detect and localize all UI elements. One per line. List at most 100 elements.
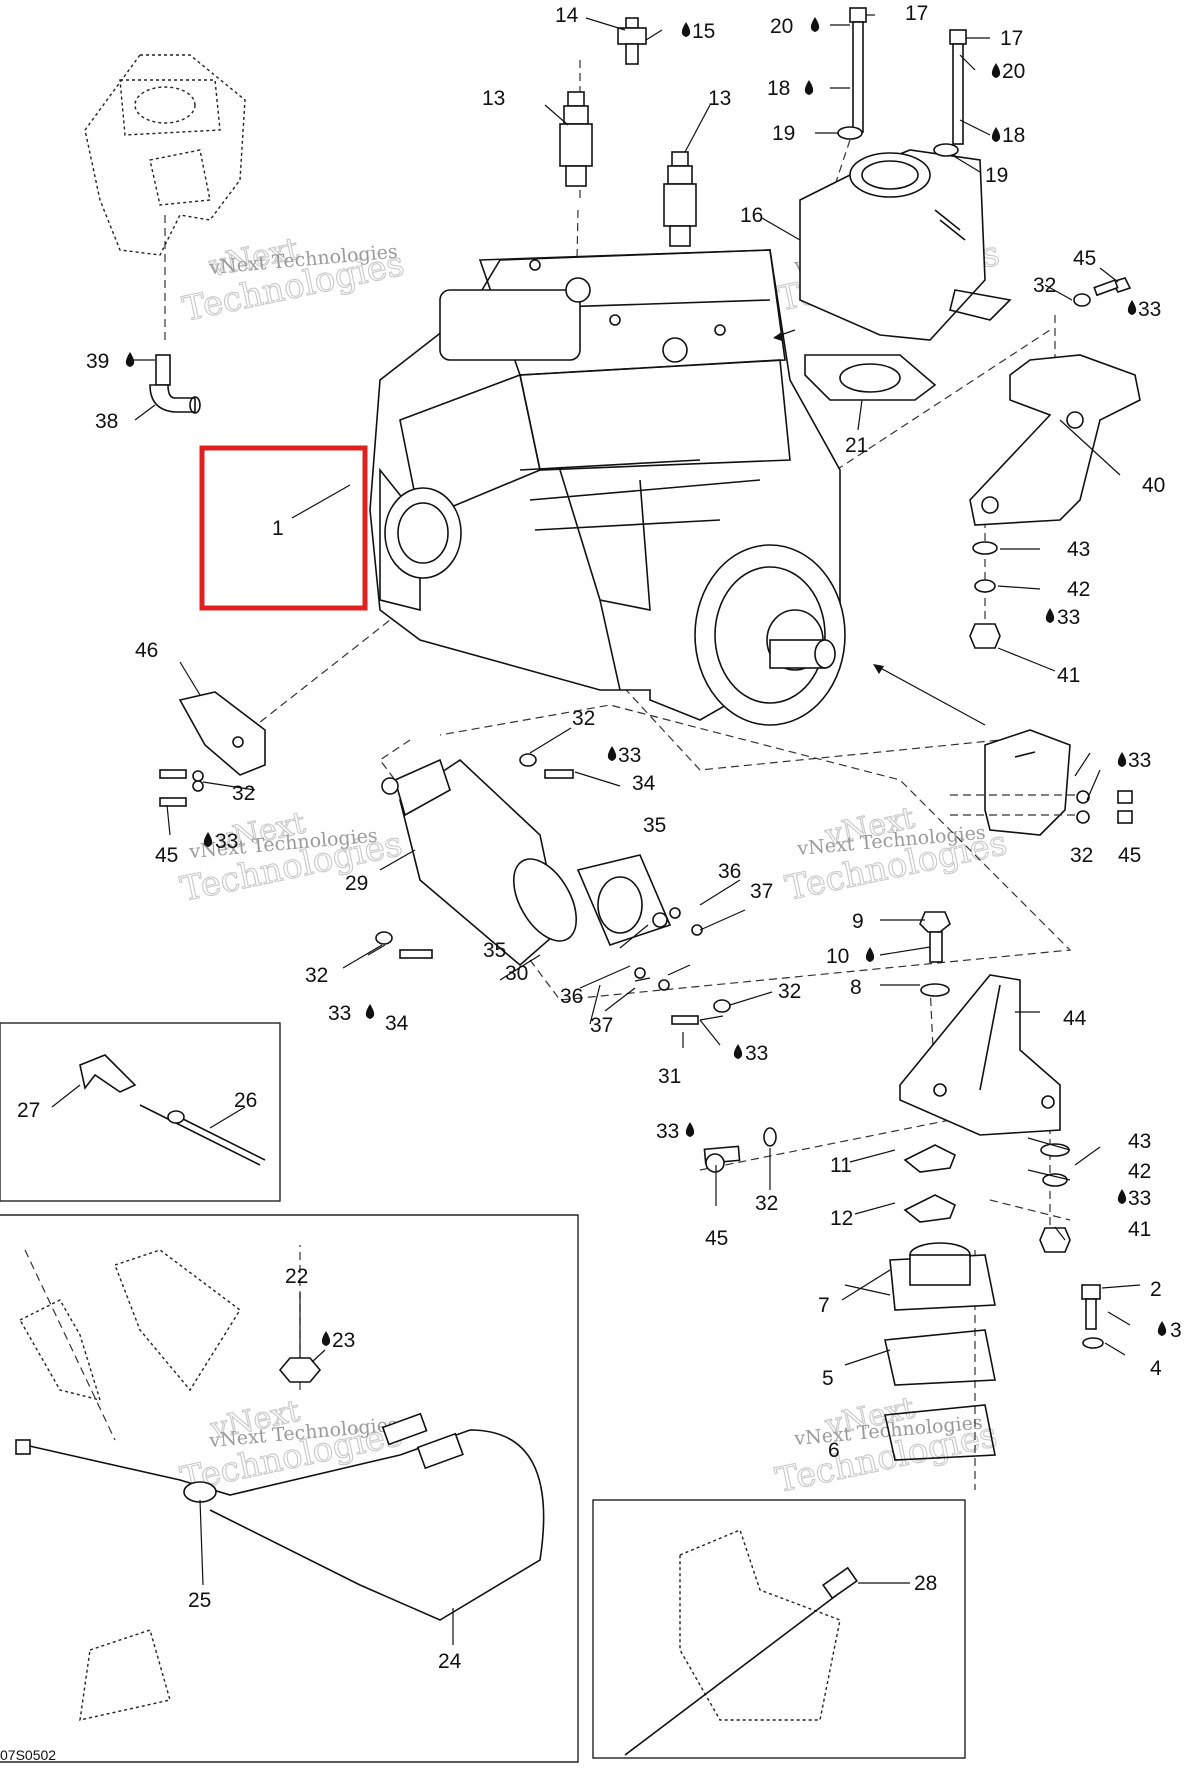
callout-label[interactable]: 24 <box>438 1650 462 1673</box>
callout-label[interactable]: 32 <box>778 980 801 1003</box>
callout-label[interactable]: 32 <box>1070 844 1093 867</box>
callout-label[interactable]: 15 <box>692 20 715 43</box>
callout-label[interactable]: 33 <box>1057 606 1080 629</box>
callout-label[interactable]: 33 <box>618 744 641 767</box>
callout-label[interactable]: 39 <box>86 350 109 373</box>
callout-label[interactable]: 45 <box>705 1227 728 1250</box>
callout-label[interactable]: 33 <box>215 830 238 853</box>
callout-label[interactable]: 7 <box>818 1294 830 1317</box>
callout-label[interactable]: 32 <box>755 1192 778 1215</box>
callout-label[interactable]: 9 <box>852 910 864 933</box>
fluid-drop-icon <box>804 80 814 95</box>
callout-label[interactable]: 21 <box>845 434 868 457</box>
callout-label[interactable]: 29 <box>345 872 368 895</box>
callout-label[interactable]: 42 <box>1067 578 1090 601</box>
callout-label[interactable]: 28 <box>914 1572 937 1595</box>
throttle-bolt-left <box>849 7 867 133</box>
callout-label[interactable]: 33 <box>1128 1187 1151 1210</box>
callout-label[interactable]: 45 <box>1118 844 1141 867</box>
throttle-cable <box>15 1412 545 1621</box>
fluid-drop-icon <box>733 1044 743 1059</box>
callout-label[interactable]: 33 <box>1128 749 1151 772</box>
callout-label[interactable]: 46 <box>135 639 158 662</box>
callout-label[interactable]: 43 <box>1128 1130 1151 1153</box>
callout-label[interactable]: 45 <box>155 844 178 867</box>
callout-label[interactable]: 26 <box>234 1089 257 1112</box>
callout-label[interactable]: 6 <box>828 1439 840 1462</box>
callout-label[interactable]: 22 <box>285 1265 308 1288</box>
throttle-gasket <box>804 354 937 401</box>
callout-label[interactable]: 18 <box>1002 124 1025 147</box>
bolt <box>919 911 951 963</box>
callout-label[interactable]: 13 <box>482 87 505 110</box>
fluid-drop-icon <box>607 746 617 761</box>
callout-label[interactable]: 19 <box>985 164 1008 187</box>
callout-label[interactable]: 40 <box>1142 474 1165 497</box>
throttle-body <box>799 149 1012 341</box>
callout-label[interactable]: 12 <box>830 1207 853 1230</box>
washer <box>763 1127 777 1147</box>
callout-label[interactable]: 10 <box>826 945 849 968</box>
detail-box-throttle-cable <box>0 1214 579 1763</box>
callout-label[interactable]: 42 <box>1128 1160 1151 1183</box>
callout-label[interactable]: 30 <box>505 962 528 985</box>
callout-label[interactable]: 32 <box>572 707 595 730</box>
callout-label[interactable]: 4 <box>1150 1357 1162 1380</box>
callout-label[interactable]: 16 <box>740 204 763 227</box>
callout-label[interactable]: 32 <box>232 782 255 805</box>
fluid-drop-icon <box>1045 608 1055 623</box>
callout-label[interactable]: 1 <box>272 517 284 540</box>
callout-label[interactable]: 37 <box>590 1014 613 1037</box>
throttle-bolt-right <box>949 29 967 145</box>
callout-label[interactable]: 33 <box>656 1120 679 1143</box>
callout-label[interactable]: 8 <box>850 976 862 999</box>
callout-label[interactable]: 34 <box>385 1012 409 1035</box>
callout-label[interactable]: 19 <box>772 122 795 145</box>
callout-label[interactable]: 20 <box>1002 60 1025 83</box>
callout-label[interactable]: 36 <box>560 985 583 1008</box>
callout-label[interactable]: 45 <box>1073 247 1096 270</box>
callout-label[interactable]: 23 <box>332 1329 355 1352</box>
callout-label[interactable]: 3 <box>1170 1319 1182 1342</box>
callout-label[interactable]: 44 <box>1063 1007 1087 1030</box>
callout-label[interactable]: 2 <box>1150 1278 1162 1301</box>
engine-block <box>369 249 846 726</box>
callout-label[interactable]: 5 <box>822 1367 834 1390</box>
callout-label[interactable]: 37 <box>750 880 773 903</box>
callout-label[interactable]: 35 <box>483 939 506 962</box>
callout-label[interactable]: 43 <box>1067 538 1090 561</box>
washer <box>933 143 959 157</box>
jam-nut <box>278 1357 322 1383</box>
callout-label[interactable]: 31 <box>658 1065 681 1088</box>
direction-arrows <box>773 329 986 726</box>
callout-label[interactable]: 33 <box>1138 298 1161 321</box>
starter-motor <box>381 758 578 967</box>
callout-label[interactable]: 14 <box>555 4 579 27</box>
callout-label[interactable]: 32 <box>1033 274 1056 297</box>
callout-label[interactable]: 35 <box>643 814 666 837</box>
callout-label[interactable]: 38 <box>95 410 118 433</box>
callout-label[interactable]: 33 <box>328 1002 351 1025</box>
callout-label[interactable]: 41 <box>1128 1218 1151 1241</box>
callout-label[interactable]: 17 <box>1000 27 1023 50</box>
choke-bracket-sketch <box>679 1529 841 1721</box>
callout-label[interactable]: 25 <box>188 1589 211 1612</box>
callout-label[interactable]: 41 <box>1057 664 1080 687</box>
reference-housing-sketch <box>84 54 246 256</box>
flat-washer <box>972 541 998 555</box>
callout-label[interactable]: 18 <box>767 77 790 100</box>
callout-label[interactable]: 34 <box>632 772 656 795</box>
callout-label[interactable]: 32 <box>305 964 328 987</box>
callout-label[interactable]: 36 <box>718 860 741 883</box>
cable-clip-part <box>79 1054 137 1093</box>
callout-label[interactable]: 17 <box>905 2 928 25</box>
callout-label[interactable]: 13 <box>708 87 731 110</box>
callout-label[interactable]: 27 <box>17 1099 40 1122</box>
callout-label[interactable]: 33 <box>745 1042 768 1065</box>
temperature-sensor <box>617 17 647 65</box>
nut <box>1039 1227 1071 1253</box>
callout-label[interactable]: 20 <box>770 15 793 38</box>
callout-label[interactable]: 11 <box>830 1154 852 1177</box>
